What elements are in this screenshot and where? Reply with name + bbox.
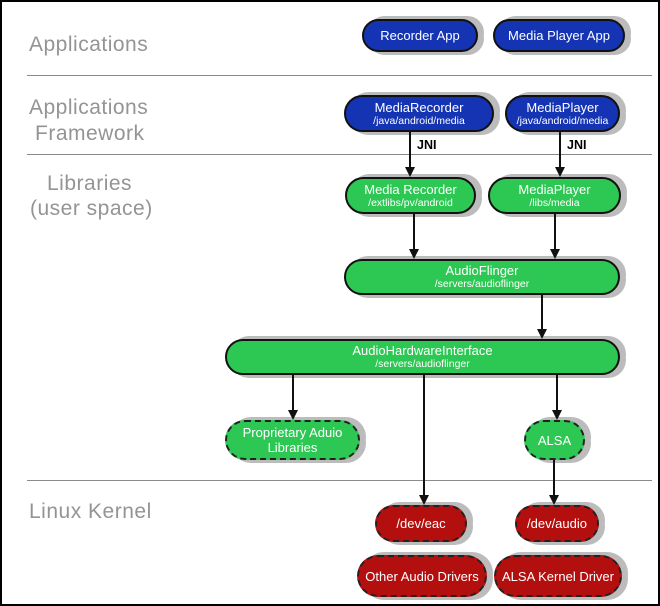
node-title: Media Player App: [508, 28, 610, 43]
section-label-linux-kernel: Linux Kernel: [29, 500, 152, 523]
node-mediarecorder-framework[interactable]: MediaRecorder /java/android/media: [344, 95, 494, 132]
edge-line: [292, 375, 294, 411]
edge-line: [413, 214, 415, 250]
node-dev-audio[interactable]: /dev/audio: [515, 505, 599, 542]
node-title: MediaPlayer: [526, 99, 599, 115]
edge-line: [556, 375, 558, 411]
node-title: ALSA Kernel Driver: [502, 568, 614, 584]
node-mediaplayer-framework[interactable]: MediaPlayer /java/android/media: [505, 95, 620, 132]
node-subtitle: /java/android/media: [516, 114, 609, 127]
divider-framework-libraries: [27, 154, 652, 155]
node-title: /dev/audio: [527, 516, 587, 531]
node-title: Recorder App: [380, 28, 460, 43]
arrowhead-down-icon: [555, 167, 565, 177]
node-title: ALSA: [537, 432, 572, 448]
arrowhead-down-icon: [552, 410, 562, 420]
node-subtitle: /extlibs/pv/android: [368, 196, 453, 209]
section-label-framework-line2: Framework: [35, 122, 145, 145]
arrowhead-down-icon: [550, 249, 560, 259]
node-title: Media Recorder: [364, 181, 457, 197]
node-recorder-app[interactable]: Recorder App: [362, 19, 478, 52]
section-label-applications: Applications: [29, 33, 149, 56]
node-title: Other Audio Drivers: [365, 568, 479, 584]
arrowhead-down-icon: [419, 495, 429, 505]
section-label-libraries-line2: (user space): [30, 197, 153, 220]
node-alsa[interactable]: ALSA: [524, 420, 585, 460]
node-audioflinger[interactable]: AudioFlinger /servers/audioflinger: [344, 259, 620, 295]
node-subtitle: /servers/audioflinger: [434, 278, 530, 290]
arrowhead-down-icon: [409, 249, 419, 259]
edge-line: [554, 214, 556, 250]
arrowhead-down-icon: [537, 329, 547, 339]
node-alsa-kernel-driver[interactable]: ALSA Kernel Driver: [494, 555, 622, 597]
edge-line: [409, 132, 411, 168]
node-title: /dev/eac: [396, 516, 446, 531]
node-title: AudioFlinger: [445, 263, 519, 278]
node-subtitle: /java/android/media: [373, 114, 465, 127]
arrowhead-down-icon: [288, 410, 298, 420]
edge-line: [553, 460, 555, 496]
node-dev-eac[interactable]: /dev/eac: [375, 505, 467, 542]
node-proprietary-audio-libraries[interactable]: Proprietary Aduio Libraries: [225, 420, 360, 460]
arrowhead-down-icon: [549, 495, 559, 505]
edge-line: [559, 132, 561, 168]
node-media-player-app[interactable]: Media Player App: [493, 19, 625, 52]
edge-line: [423, 375, 425, 496]
node-title: MediaRecorder: [374, 99, 464, 115]
section-label-framework-line1: Applications: [29, 96, 149, 119]
node-title: AudioHardwareInterface: [352, 343, 493, 358]
node-media-recorder-lib[interactable]: Media Recorder /extlibs/pv/android: [345, 177, 476, 214]
node-audiohardwareinterface[interactable]: AudioHardwareInterface /servers/audiofli…: [225, 339, 620, 375]
arrowhead-down-icon: [405, 167, 415, 177]
node-subtitle: /servers/audioflinger: [375, 358, 470, 370]
divider-libraries-kernel: [27, 480, 652, 481]
node-title: Proprietary Aduio Libraries: [242, 425, 343, 455]
divider-applications-framework: [27, 75, 652, 76]
node-other-audio-drivers[interactable]: Other Audio Drivers: [357, 555, 487, 597]
edge-label-jni-right: JNI: [567, 138, 587, 152]
node-title: MediaPlayer: [518, 181, 591, 197]
edge-line: [541, 295, 543, 330]
node-mediaplayer-lib[interactable]: MediaPlayer /libs/media: [488, 177, 621, 214]
edge-label-jni-left: JNI: [417, 138, 437, 152]
section-label-libraries-line1: Libraries: [47, 172, 133, 195]
node-subtitle: /libs/media: [529, 196, 580, 209]
